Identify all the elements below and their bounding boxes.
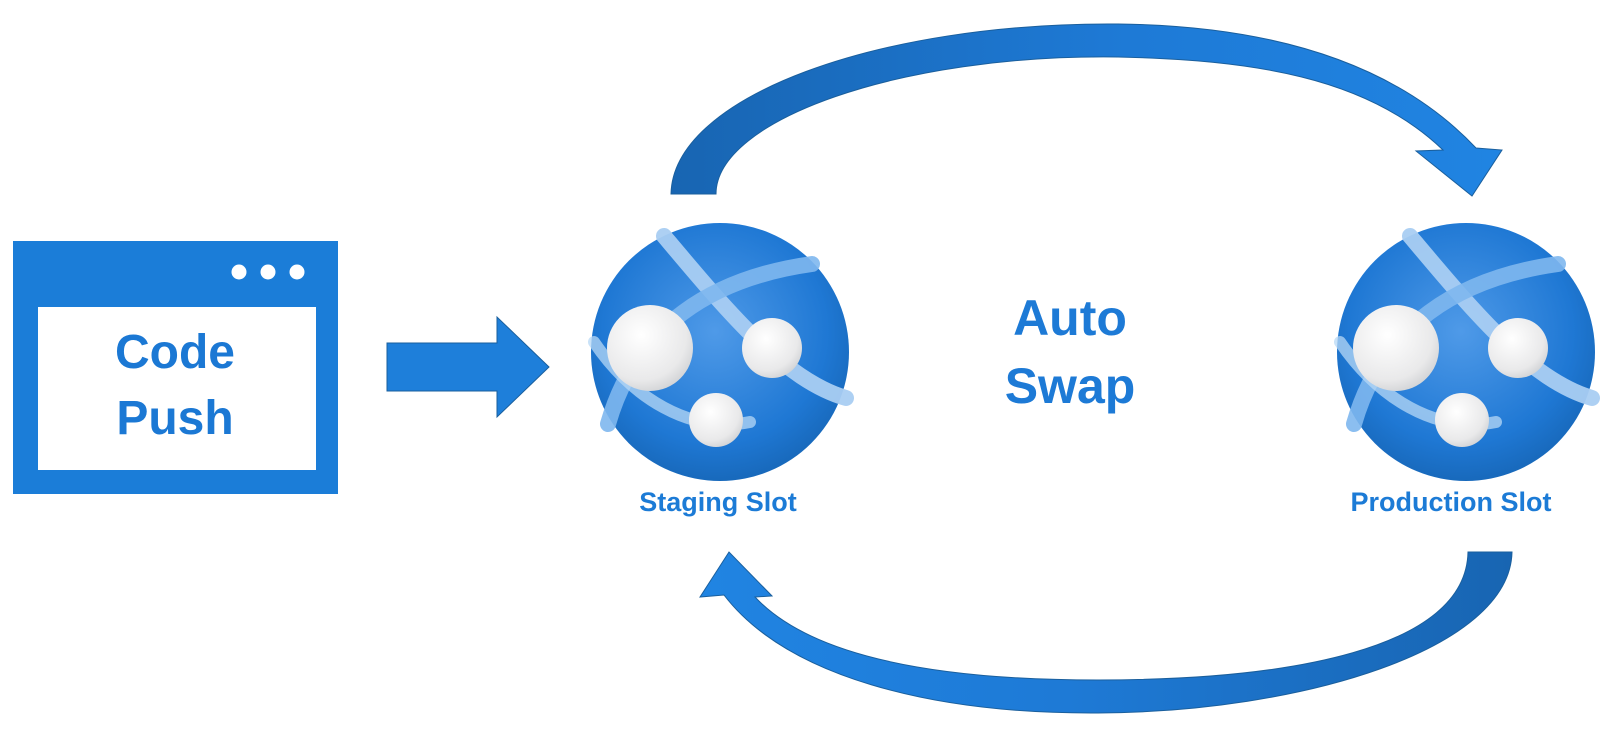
window-dot-icon	[260, 264, 276, 280]
code-push-label: Code Push	[38, 320, 312, 452]
staging-slot-label: Staging Slot	[639, 487, 797, 517]
bottom-curved-arrow-icon	[699, 551, 1513, 714]
window-dot-icon	[231, 264, 247, 280]
node-bottom-icon	[689, 393, 743, 447]
window-dot-icon	[289, 264, 305, 280]
production-slot-globe-icon	[1334, 223, 1600, 481]
push-arrow-icon	[386, 315, 550, 419]
node-right-icon	[742, 318, 802, 378]
top-curved-arrow-icon	[670, 23, 1503, 197]
code-push-line1: Code	[115, 326, 235, 379]
node-large-icon	[1353, 305, 1439, 391]
node-bottom-icon	[1435, 393, 1489, 447]
staging-slot-globe-icon	[588, 223, 854, 481]
auto-swap-line1: Auto	[1013, 290, 1127, 346]
code-push-line2: Push	[116, 392, 234, 445]
production-slot-label: Production Slot	[1350, 487, 1552, 517]
auto-swap-label: Auto Swap	[960, 284, 1180, 420]
auto-swap-line2: Swap	[1004, 358, 1136, 414]
code-push-browser-window-icon	[13, 241, 338, 494]
node-right-icon	[1488, 318, 1548, 378]
node-large-icon	[607, 305, 693, 391]
